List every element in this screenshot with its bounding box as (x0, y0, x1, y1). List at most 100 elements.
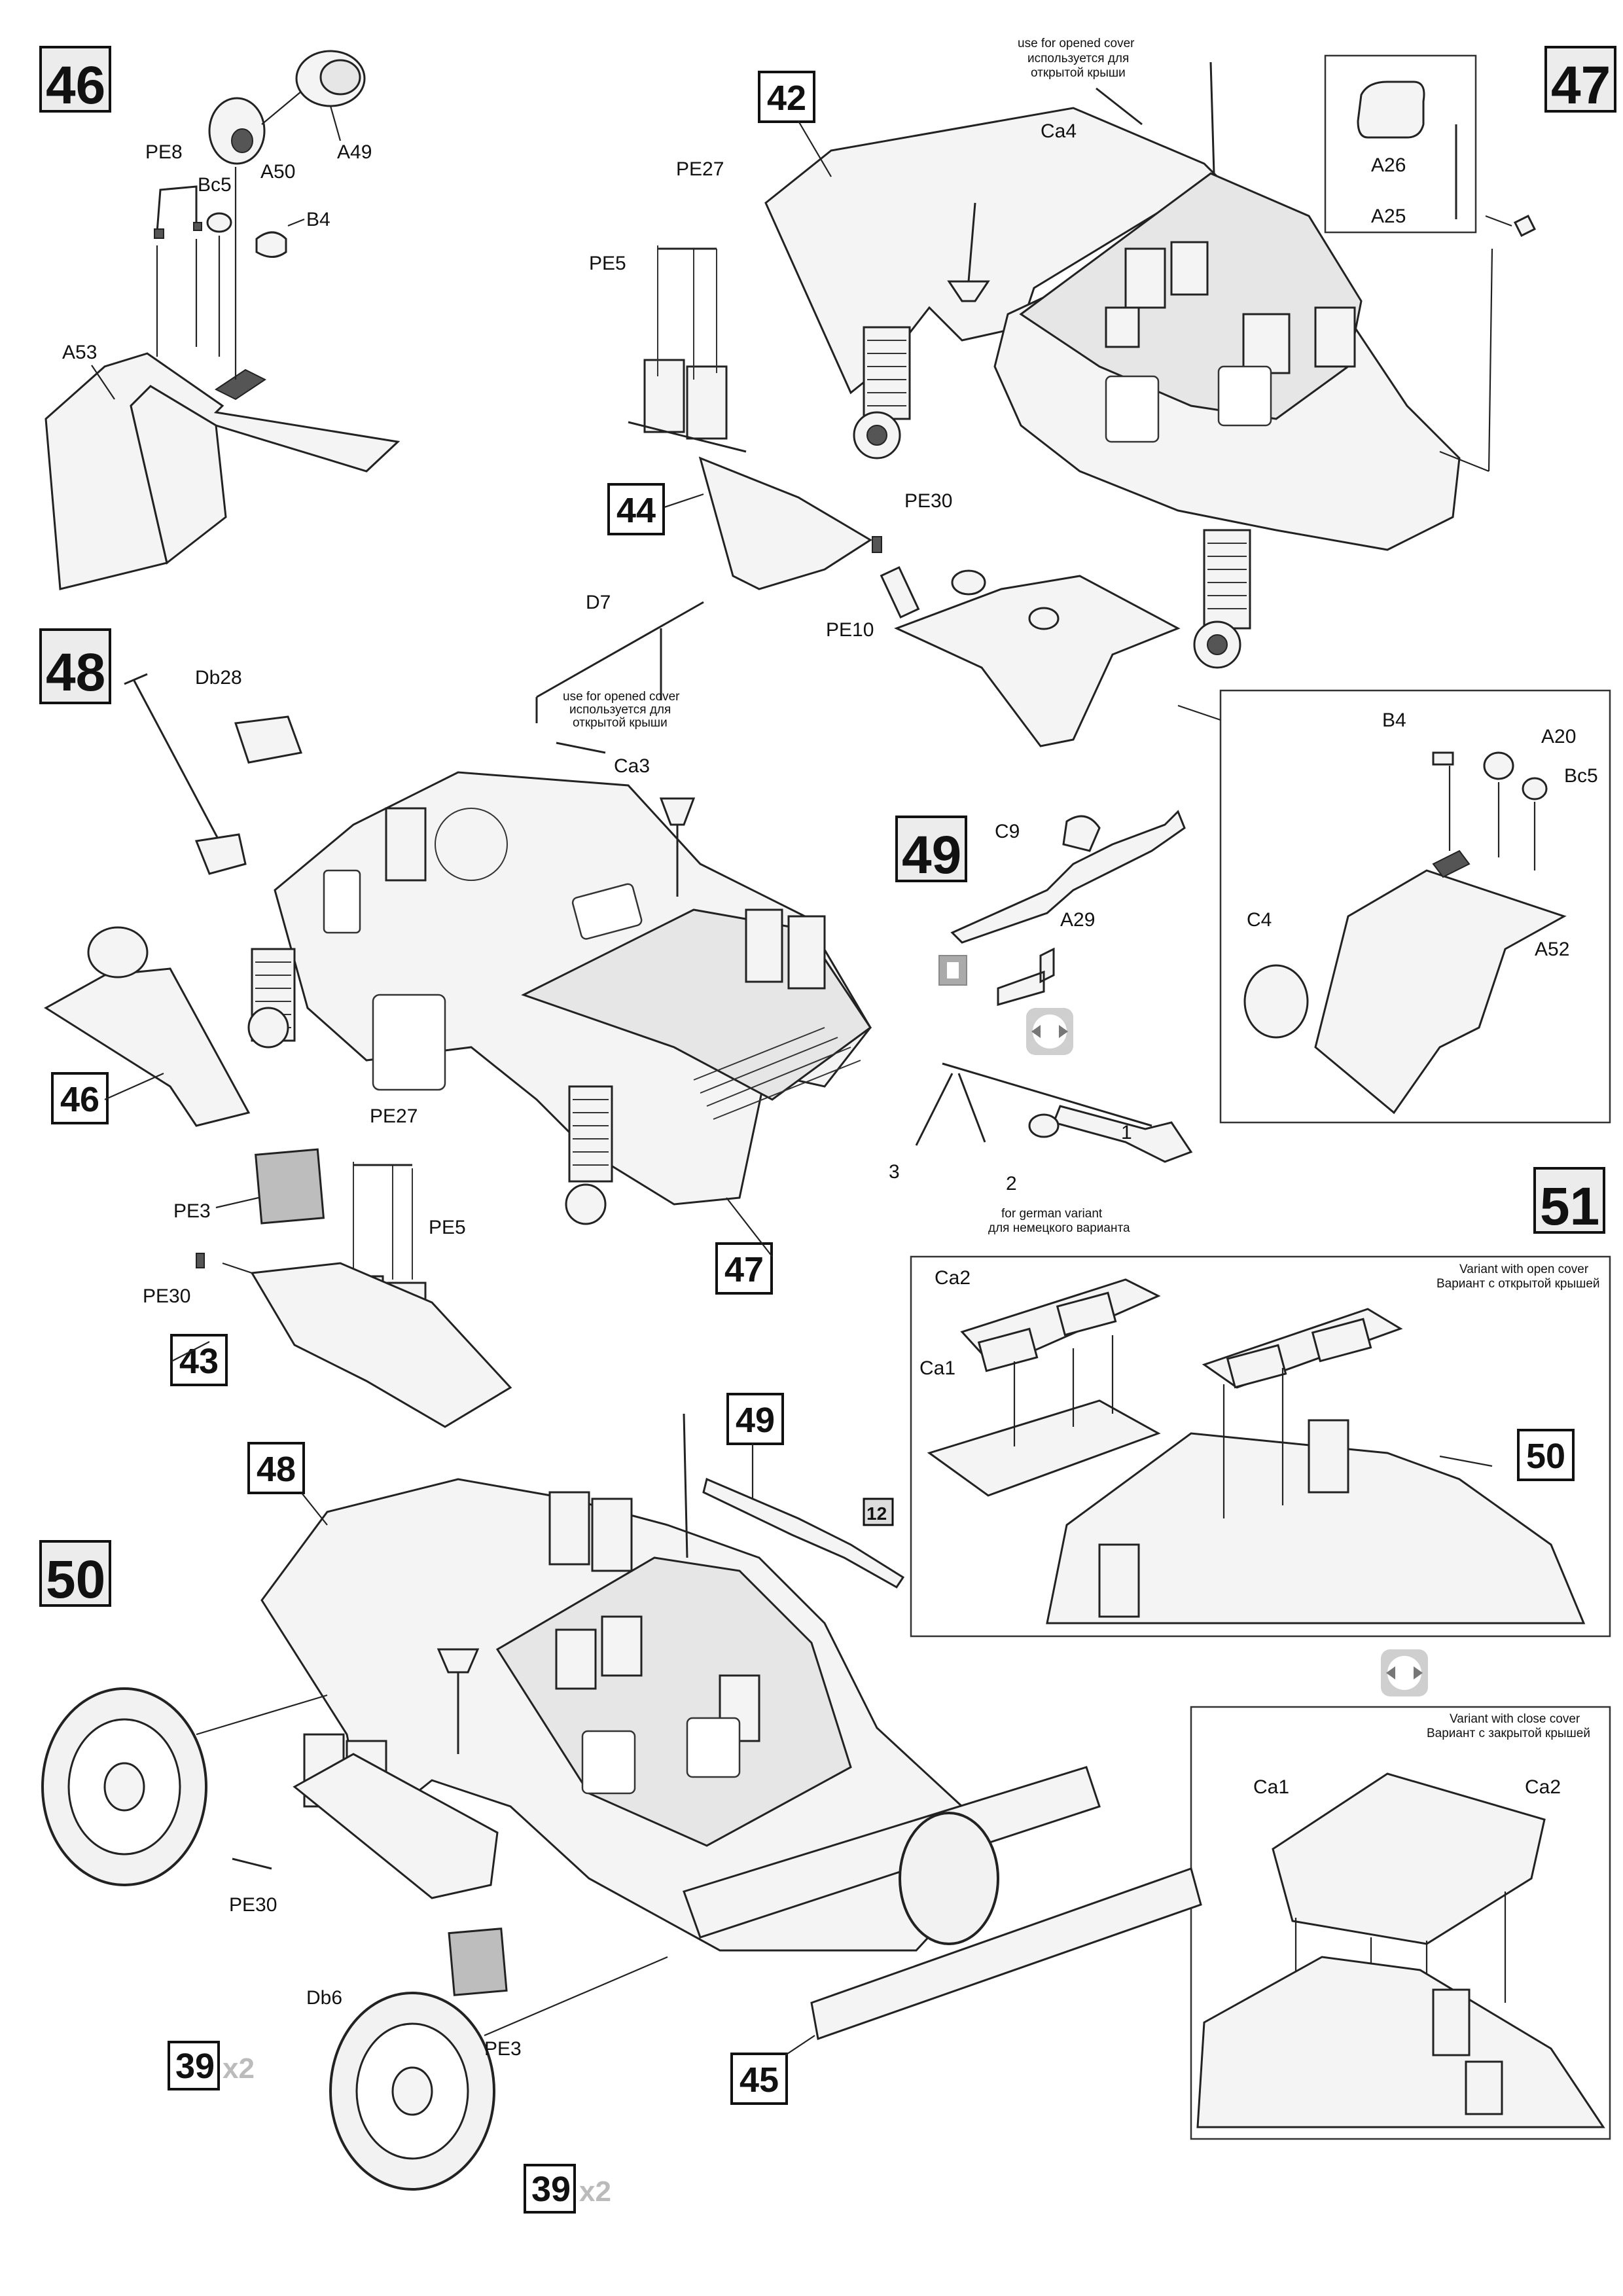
mount-a29 (997, 947, 1055, 1006)
label-b4: B4 (306, 209, 330, 230)
part-bc5 (206, 212, 232, 233)
wheel-39-right (329, 1992, 495, 2191)
jerrycan-50-3 (548, 1491, 590, 1566)
driver-door-hatch (372, 994, 446, 1091)
horn-c4 (1243, 964, 1309, 1039)
svg-text:48: 48 (46, 643, 105, 702)
step-51-number: 51 (1533, 1167, 1605, 1236)
note-opened-cover-top-ru2: открытой крыши (1031, 66, 1126, 80)
label-ca1-open: Ca1 (919, 1357, 955, 1379)
label-a25: A25 (1371, 206, 1406, 227)
step-48-number: 48 (39, 628, 111, 704)
plate-a52 (1314, 869, 1567, 1115)
rear-suspension (1193, 529, 1251, 669)
wheel-39-left (41, 1687, 207, 1886)
label-a50: A50 (260, 161, 295, 183)
stowage-box-45 (683, 1766, 1101, 1939)
interior-box-50-2 (601, 1615, 643, 1677)
roof-hatch (571, 883, 643, 940)
machine-gun-c9 (950, 810, 1186, 944)
ref-step-48: 48 (247, 1442, 305, 1494)
label-ca1-closed: Ca1 (1253, 1776, 1289, 1798)
antenna-base-48 (659, 797, 696, 826)
label-pe5-mid: PE5 (429, 1217, 466, 1238)
interior-boxes (1105, 241, 1356, 374)
label-a49: A49 (337, 141, 372, 163)
front-vision-hatch (323, 869, 361, 934)
label-ca3: Ca3 (614, 755, 650, 777)
mast-base-50 (437, 1648, 480, 1674)
note-opened-cover-top: use for opened cover (1018, 37, 1135, 50)
step-50-assembly: 50 48 49 12 45 (39, 1393, 1202, 2214)
mount-b4-right (1432, 850, 1471, 878)
step-48-assembly: 48 46 47 43 (39, 592, 872, 1428)
side-hatch-50-left (581, 1730, 636, 1795)
side-hatch-left (1105, 375, 1160, 443)
label-pe27-top: PE27 (676, 158, 724, 180)
note-opened-cover-mid-ru2: открытой крыши (573, 716, 668, 730)
jerrycan-deck-1 (745, 908, 783, 983)
headlight-a20 (1483, 751, 1514, 780)
interior-box-50-1 (555, 1628, 597, 1690)
side-hatch-50-right (686, 1717, 741, 1778)
side-hatch-right (1217, 365, 1272, 427)
label-1: 1 (1121, 1122, 1132, 1143)
steering-wheel (435, 808, 508, 881)
label-pe30-top: PE30 (904, 490, 952, 512)
label-a52: A52 (1535, 939, 1569, 960)
plate-pe10 (880, 565, 920, 619)
svg-text:46: 46 (60, 1080, 99, 1119)
front-plate-detail-inset: B4 A20 Bc5 C4 A52 (1177, 689, 1611, 1124)
mg34-bipod (915, 1073, 986, 1146)
svg-text:44: 44 (616, 491, 656, 530)
note-close-cover-ru: Вариант с закрытой крышей (1427, 1727, 1590, 1740)
label-ca2-open: Ca2 (935, 1267, 971, 1289)
mudflap-pe3-mid (255, 1148, 325, 1225)
ref-step-50: 50 (1517, 1429, 1575, 1481)
part-pe30-mid (196, 1253, 205, 1268)
label-pe27-mid: PE27 (370, 1105, 418, 1127)
svg-text:39: 39 (175, 2047, 215, 2086)
label-db28: Db28 (195, 667, 242, 689)
cover-ca1-closed (1272, 1772, 1546, 1945)
svg-text:47: 47 (1551, 56, 1611, 115)
multiplier-right: x2 (579, 2176, 611, 2208)
front-suspension (853, 326, 911, 459)
svg-text:46: 46 (46, 56, 105, 115)
label-bc5-right: Bc5 (1564, 765, 1598, 787)
ref-step-45: 45 (730, 2053, 788, 2105)
svg-text:49: 49 (902, 825, 961, 885)
label-pe10: PE10 (826, 619, 874, 641)
label-bc5: Bc5 (198, 174, 232, 196)
label-db6: Db6 (306, 1987, 342, 2009)
svg-text:12: 12 (866, 1503, 887, 1524)
label-3: 3 (889, 1161, 900, 1183)
part-pe30-top (872, 536, 882, 553)
engine-grille (693, 1027, 861, 1120)
ref-step-44: 44 (607, 483, 665, 535)
jerrycan-rack-top (628, 245, 747, 453)
note-close-cover: Variant with close cover (1450, 1712, 1580, 1726)
jerrycan-deck-2 (787, 915, 826, 990)
label-pe30-mid: PE30 (143, 1285, 190, 1307)
mudflap-pe3-bot (448, 1928, 508, 1996)
step-47-assembly: 47 42 44 (589, 37, 1616, 747)
label-pe30-bot: PE30 (229, 1894, 277, 1916)
label-ca2-closed: Ca2 (1525, 1776, 1561, 1798)
front-suspension-48 (247, 948, 296, 1049)
step-46-assembly: 46 PE8 Bc5 B4 A50 A49 A53 (39, 46, 401, 590)
svg-text:45: 45 (740, 2060, 779, 2100)
label-b4-right: B4 (1382, 709, 1406, 731)
alternate-variant-icon-51 (1381, 1649, 1428, 1696)
plate-step-43 (250, 1262, 512, 1428)
ref-step-39-right: 39 (524, 2164, 576, 2214)
handle-pe8 (156, 185, 198, 233)
note-opened-cover-mid: use for opened cover (563, 690, 680, 704)
shovel-handle (133, 680, 221, 842)
cover-ca1-open (927, 1399, 1161, 1497)
step-49-assembly: 49 C9 A29 1 2 3 for german variant для н… (889, 810, 1193, 1235)
step-49-number: 49 (895, 816, 967, 885)
svg-text:50: 50 (1526, 1437, 1565, 1476)
mg34-barrel (942, 1062, 1152, 1127)
label-c9: C9 (995, 821, 1020, 842)
